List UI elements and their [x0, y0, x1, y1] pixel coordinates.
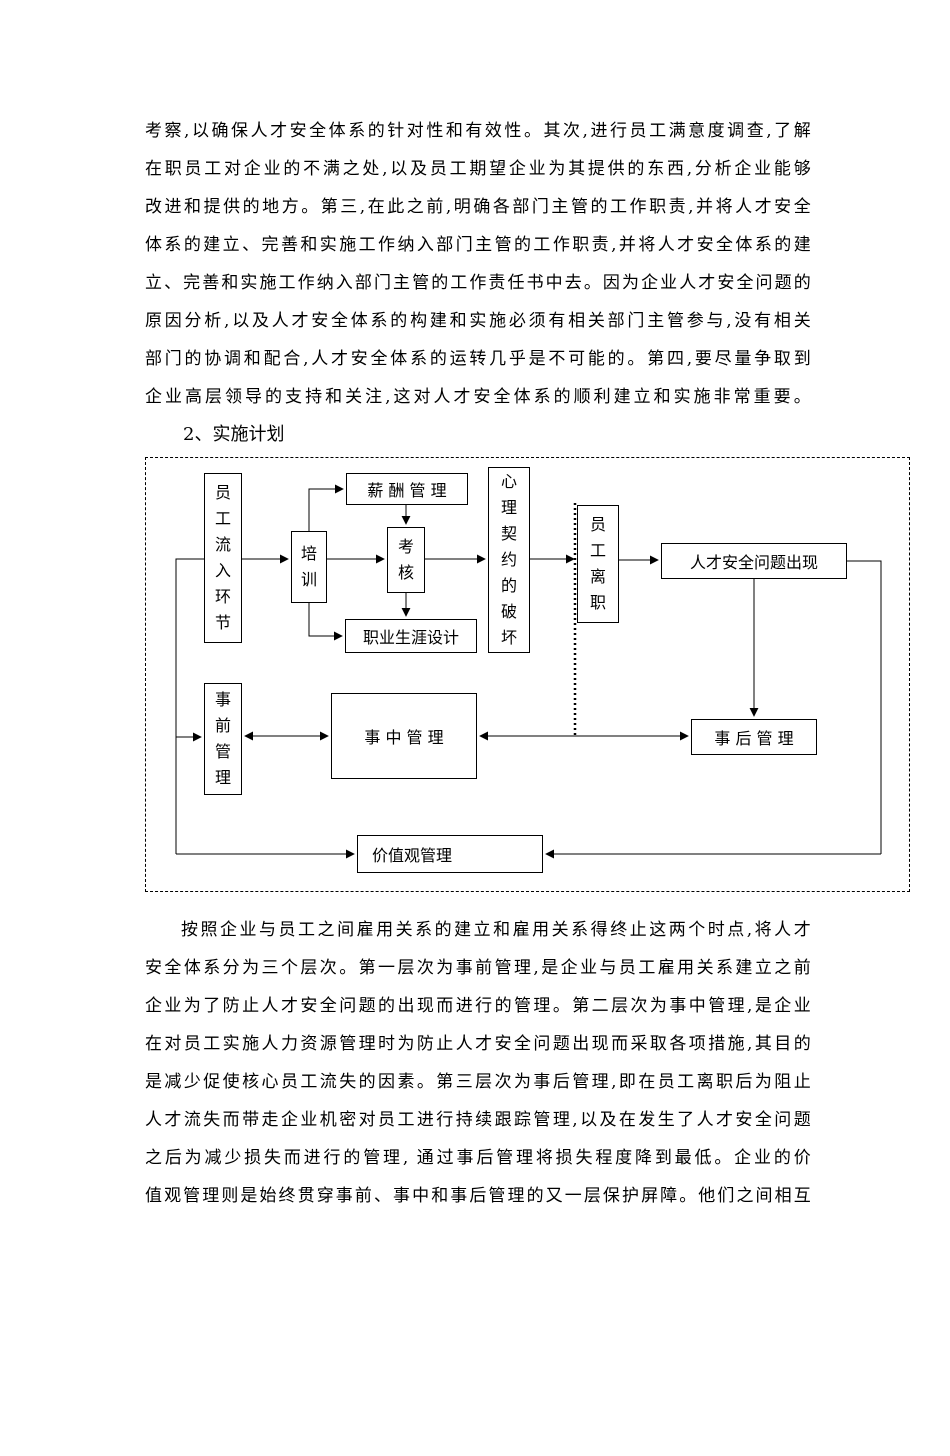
text-line: 是减少促使核心员工流失的因素。第三层次为事后管理,即在员工离职后为阻止 — [145, 1072, 811, 1092]
text-line: 之后为减少损失而进行的管理, 通过事后管理将损失程度降到最低。企业的价 — [145, 1148, 811, 1168]
text-line: 部门的协调和配合,人才安全体系的运转几乎是不可能的。第四,要尽量争取到 — [145, 349, 811, 369]
node-appraisal: 考核 — [387, 527, 425, 593]
node-label: 培训 — [300, 544, 317, 589]
section-heading: 2、实施计划 — [183, 424, 285, 445]
text-line: 安全体系分为三个层次。第一层次为事前管理,是企业与员工雇用关系建立之前 — [145, 958, 811, 978]
node-label: 价值观管理 — [372, 846, 453, 865]
node-talent-security-problem: 人才安全问题出现 — [661, 543, 847, 579]
node-employee-inflow: 员工流入环节 — [204, 473, 242, 643]
text-line: 改进和提供的地方。第三,在此之前,明确各部门主管的工作职责,并将人才安全 — [145, 197, 811, 217]
node-pre-management: 事前管理 — [204, 683, 242, 795]
paragraph-1: 考察,以确保人才安全体系的针对性和有效性。其次,进行员工满意度调查,了解 在职员… — [145, 112, 811, 416]
document-page: 考察,以确保人才安全体系的针对性和有效性。其次,进行员工满意度调查,了解 在职员… — [0, 112, 950, 1215]
text-line: 立、完善和实施工作纳入部门主管的工作责任书中去。因为企业人才安全问题的 — [145, 273, 811, 293]
node-label: 员工流入环节 — [214, 483, 231, 632]
text-line: 企业高层领导的支持和关注,这对人才安全体系的顺利建立和实施非常重要。 — [145, 387, 811, 407]
node-post-management: 事 后 管 理 — [691, 719, 817, 755]
node-employee-resignation: 员工离职 — [577, 505, 619, 623]
text-line: 人才流失而带走企业机密对员工进行持续跟踪管理,以及在发生了人才安全问题 — [145, 1110, 811, 1130]
node-mid-management: 事 中 管 理 — [331, 693, 477, 779]
node-label: 事 后 管 理 — [714, 729, 794, 748]
text-line: 企业为了防止人才安全问题的出现而进行的管理。第二层次为事中管理,是企业 — [145, 996, 811, 1016]
node-salary-management: 薪 酬 管 理 — [346, 473, 468, 505]
node-values-management: 价值观管理 — [357, 835, 543, 873]
left-rail-line — [175, 558, 204, 854]
arrow-training-salary — [308, 484, 344, 531]
implementation-flowchart: 员工流入环节 培训 薪 酬 管 理 考核 职业生涯设计 心理契约的破坏 员工离职… — [145, 457, 910, 892]
node-career-design: 职业生涯设计 — [345, 619, 477, 653]
node-label: 员工离职 — [589, 515, 606, 612]
node-label: 考核 — [397, 537, 414, 582]
arrow-training-career — [308, 603, 343, 641]
text-line: 在对员工实施人力资源管理时为防止人才安全问题出现而采取各项措施,其目的 — [145, 1034, 811, 1054]
text-line: 原因分析,以及人才安全体系的构建和实施必须有相关部门主管参与,没有相关 — [145, 311, 811, 331]
node-label: 事 中 管 理 — [364, 728, 444, 747]
flowchart-connectors — [175, 484, 882, 859]
text-line: 考察,以确保人才安全体系的针对性和有效性。其次,进行员工满意度调查,了解 — [145, 121, 811, 141]
node-label: 人才安全问题出现 — [689, 553, 818, 572]
node-psych-contract-break: 心理契约的破坏 — [488, 467, 530, 653]
node-label: 薪 酬 管 理 — [367, 481, 447, 500]
node-label: 心理契约的破坏 — [500, 472, 517, 647]
node-label: 事前管理 — [214, 690, 231, 787]
right-rail-line — [847, 560, 882, 854]
node-label: 职业生涯设计 — [362, 628, 459, 647]
text-line: 体系的建立、完善和实施工作纳入部门主管的工作职责,并将人才安全体系的建 — [145, 235, 811, 255]
text-line: 值观管理则是始终贯穿事前、事中和事后管理的又一层保护屏障。他们之间相互 — [145, 1186, 811, 1206]
node-training: 培训 — [291, 531, 327, 603]
text-line: 在职员工对企业的不满之处,以及员工期望企业为其提供的东西,分析企业能够 — [145, 159, 811, 179]
paragraph-2: 按照企业与员工之间雇用关系的建立和雇用关系得终止这两个时点,将人才 安全体系分为… — [145, 911, 811, 1215]
text-line: 按照企业与员工之间雇用关系的建立和雇用关系得终止这两个时点,将人才 — [181, 920, 811, 940]
